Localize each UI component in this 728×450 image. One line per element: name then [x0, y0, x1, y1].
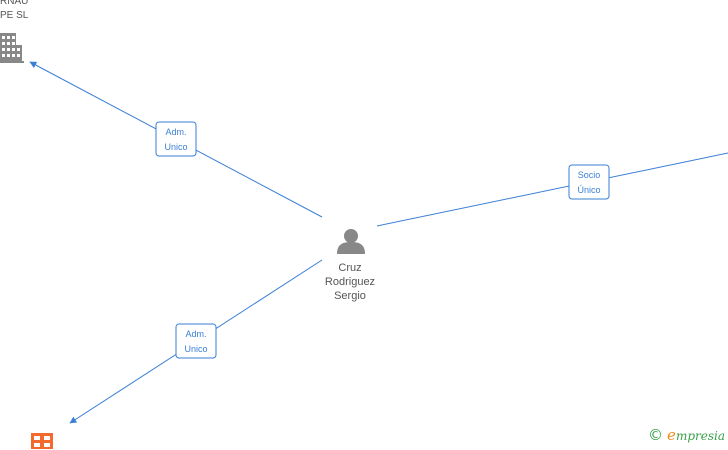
edge-label-line: Único — [577, 185, 600, 195]
edge-to-right — [376, 152, 728, 227]
building-icon[interactable] — [0, 33, 24, 63]
person-name[interactable]: Cruz Rodriguez Sergio — [310, 261, 390, 303]
edge-label-line: Unico — [164, 142, 187, 152]
company-top-name[interactable]: RNAU PE SL — [0, 0, 28, 23]
company-name-line: RNAU — [0, 0, 29, 7]
edge-label-line: Adm. — [165, 127, 186, 137]
edge-label-to-bottom-left[interactable]: Adm. Unico — [175, 323, 217, 359]
company-grid-icon[interactable] — [31, 433, 53, 449]
edge-label-to-top-left[interactable]: Adm. Unico — [155, 121, 197, 157]
brand-name: empresia — [667, 426, 725, 444]
edge-label-line: Unico — [184, 344, 207, 354]
person-icon[interactable] — [337, 229, 365, 254]
brand-logo: © empresia — [648, 426, 725, 444]
edge-label-line: Socio — [578, 170, 601, 180]
edge-label-to-right[interactable]: Socio Único — [568, 164, 610, 200]
company-name-line: PE SL — [0, 10, 29, 21]
person-name-line: Rodriguez — [324, 276, 376, 288]
edge-label-line: Adm. — [185, 329, 206, 339]
person-name-line: Sergio — [334, 290, 366, 302]
person-name-line: Cruz — [338, 262, 362, 274]
copyright-icon: © — [648, 426, 664, 444]
